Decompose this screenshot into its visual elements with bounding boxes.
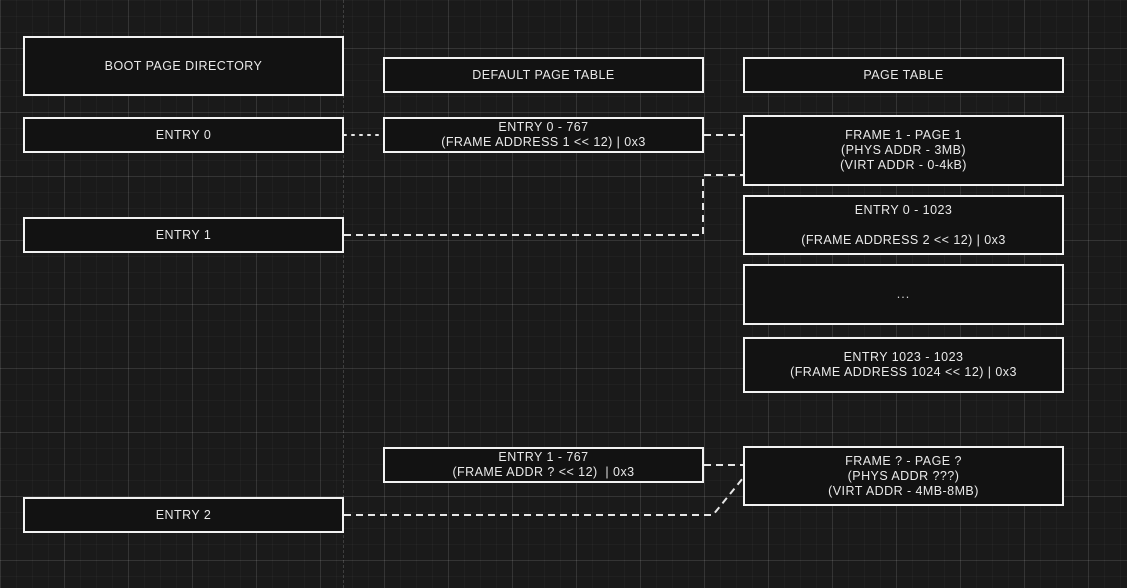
default-page-table-title-label: DEFAULT PAGE TABLE — [472, 67, 615, 82]
default-entry-0-line2: (FRAME ADDRESS 1 << 12) | 0x3 — [441, 135, 646, 149]
vertical-guide-line — [343, 0, 344, 588]
boot-page-directory-title-label: BOOT PAGE DIRECTORY — [104, 58, 263, 73]
default-entry-1-line1: ENTRY 1 - 767 — [498, 450, 589, 464]
link-entry2-to-frame-unknown — [344, 477, 744, 516]
frame-unknown-line2: (PHYS ADDR ???) — [847, 468, 960, 483]
page-table-entry-1023-1023-line1: ENTRY 1023 - 1023 — [843, 350, 964, 364]
page-table-entry-0-1023-line1: ENTRY 0 - 1023 — [854, 202, 953, 217]
node-frame-unknown-page-unknown[interactable]: FRAME ? - PAGE ? (PHYS ADDR ???) (VIRT A… — [743, 446, 1064, 506]
node-default-page-table-title[interactable]: DEFAULT PAGE TABLE — [383, 57, 704, 93]
default-entry-0-line1: ENTRY 0 - 767 — [498, 120, 589, 134]
node-page-table-title[interactable]: PAGE TABLE — [743, 57, 1064, 93]
node-boot-entry-0[interactable]: ENTRY 0 — [23, 117, 344, 153]
page-table-entry-1023-1023-line2: (FRAME ADDRESS 1024 << 12) | 0x3 — [790, 365, 1017, 379]
boot-entry-1-label: ENTRY 1 — [155, 227, 212, 242]
frame-1-line1: FRAME 1 - PAGE 1 — [845, 128, 962, 142]
frame-1-line3: (VIRT ADDR - 0-4kB) — [840, 158, 967, 172]
page-table-entry-0-1023-line2: (FRAME ADDRESS 2 << 12) | 0x3 — [801, 232, 1006, 247]
node-page-table-ellipsis[interactable]: ... — [743, 264, 1064, 325]
node-page-table-entry-0-1023[interactable]: ENTRY 0 - 1023 (FRAME ADDRESS 2 << 12) |… — [743, 195, 1064, 255]
page-table-title-label: PAGE TABLE — [863, 67, 944, 82]
frame-unknown-line3: (VIRT ADDR - 4MB-8MB) — [828, 483, 979, 498]
node-boot-page-directory-title[interactable]: BOOT PAGE DIRECTORY — [23, 36, 344, 96]
boot-entry-2-label: ENTRY 2 — [155, 507, 212, 522]
node-boot-entry-2[interactable]: ENTRY 2 — [23, 497, 344, 533]
node-frame-1-page-1[interactable]: FRAME 1 - PAGE 1 (PHYS ADDR - 3MB) (VIRT… — [743, 115, 1064, 186]
frame-unknown-line1: FRAME ? - PAGE ? — [845, 453, 962, 468]
page-table-ellipsis-label: ... — [896, 287, 911, 301]
node-page-table-entry-1023-1023[interactable]: ENTRY 1023 - 1023 (FRAME ADDRESS 1024 <<… — [743, 337, 1064, 393]
node-default-entry-1[interactable]: ENTRY 1 - 767 (FRAME ADDR ? << 12) | 0x3 — [383, 447, 704, 483]
frame-1-line2: (PHYS ADDR - 3MB) — [840, 143, 967, 157]
default-entry-1-line2: (FRAME ADDR ? << 12) | 0x3 — [452, 465, 635, 479]
link-entry1-to-frame1 — [344, 174, 743, 236]
node-boot-entry-1[interactable]: ENTRY 1 — [23, 217, 344, 253]
boot-entry-0-label: ENTRY 0 — [155, 127, 212, 142]
node-default-entry-0[interactable]: ENTRY 0 - 767 (FRAME ADDRESS 1 << 12) | … — [383, 117, 704, 153]
